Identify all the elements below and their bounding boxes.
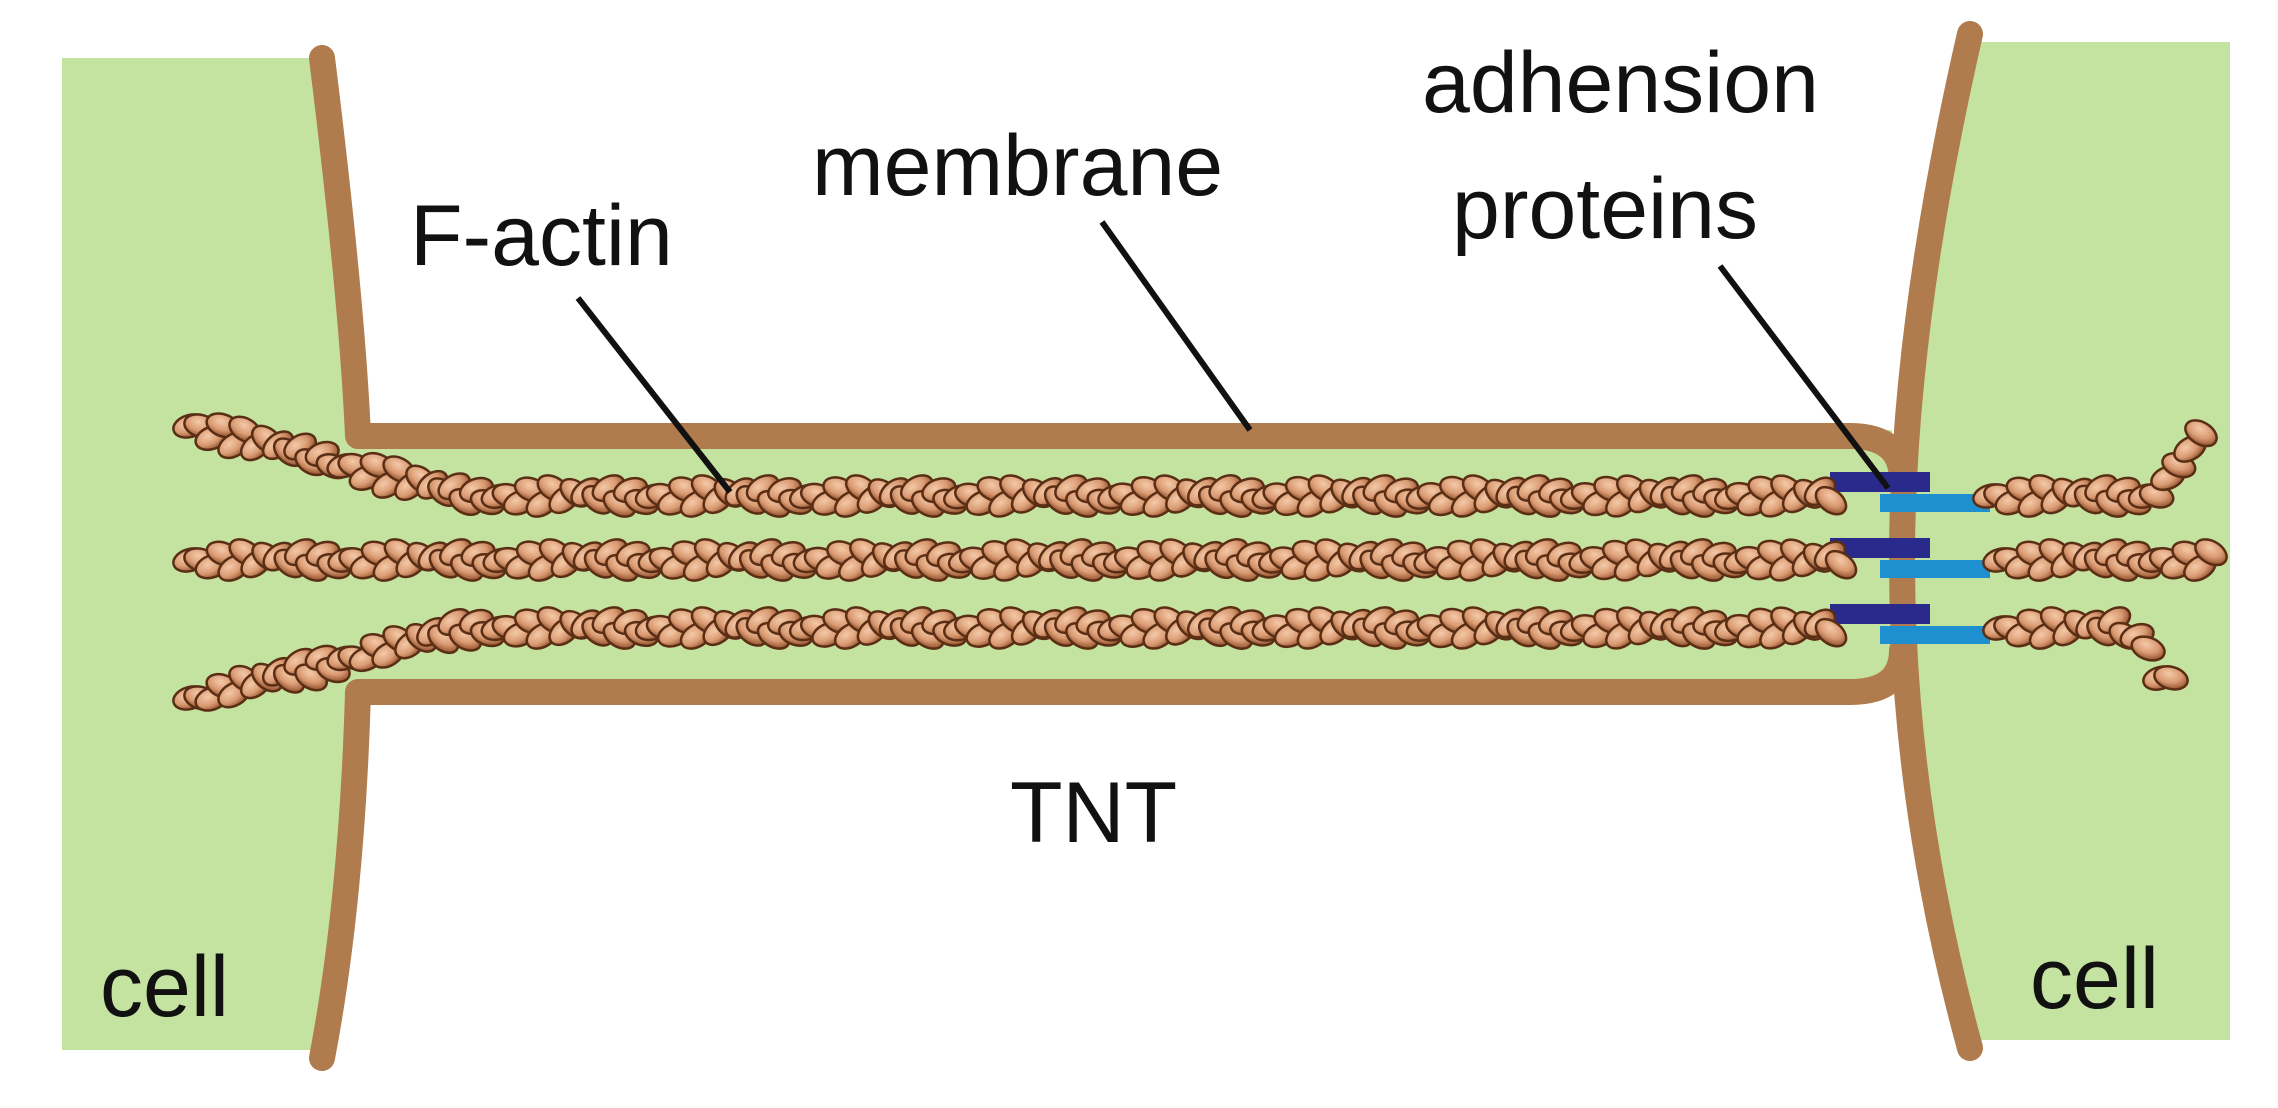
membrane-leader-line [1099,220,1253,432]
actin-bead [2130,635,2166,662]
f-actin-label: F-actin [410,188,673,284]
cell-left-label: cell [100,939,229,1035]
membrane-label: membrane [812,118,1223,214]
left-cell-membrane-lower [309,637,1915,1071]
adhesion-protein-light [1880,494,1990,512]
right-cell-membrane [1888,21,1983,1061]
f-actin-leader-line [575,296,733,494]
actin-bead [2153,665,2189,691]
left-cell-membrane-upper [309,45,1915,493]
adhesion-proteins [1830,472,1990,644]
actin-bead [1814,617,1848,648]
right-cell [1900,42,2230,1040]
actin-bead [2194,538,2228,567]
tnt-label: TNT [1010,765,1177,861]
actin-bead [1814,485,1848,516]
cell-right-label: cell [2030,931,2159,1027]
adhesion-protein-dark [1830,538,1930,558]
adhesion-protein-light [1880,560,1990,578]
adhesion-leader-line [1717,264,1891,490]
actin-bead [2184,419,2218,448]
adhesion-label-line1: adhension [1422,35,1819,131]
adhesion-label-line2: proteins [1452,161,1758,257]
adhesion-protein-dark [1830,604,1930,624]
adhesion-protein-light [1880,626,1990,644]
f-actin-filaments [172,412,2228,712]
actin-bead [1824,549,1858,580]
